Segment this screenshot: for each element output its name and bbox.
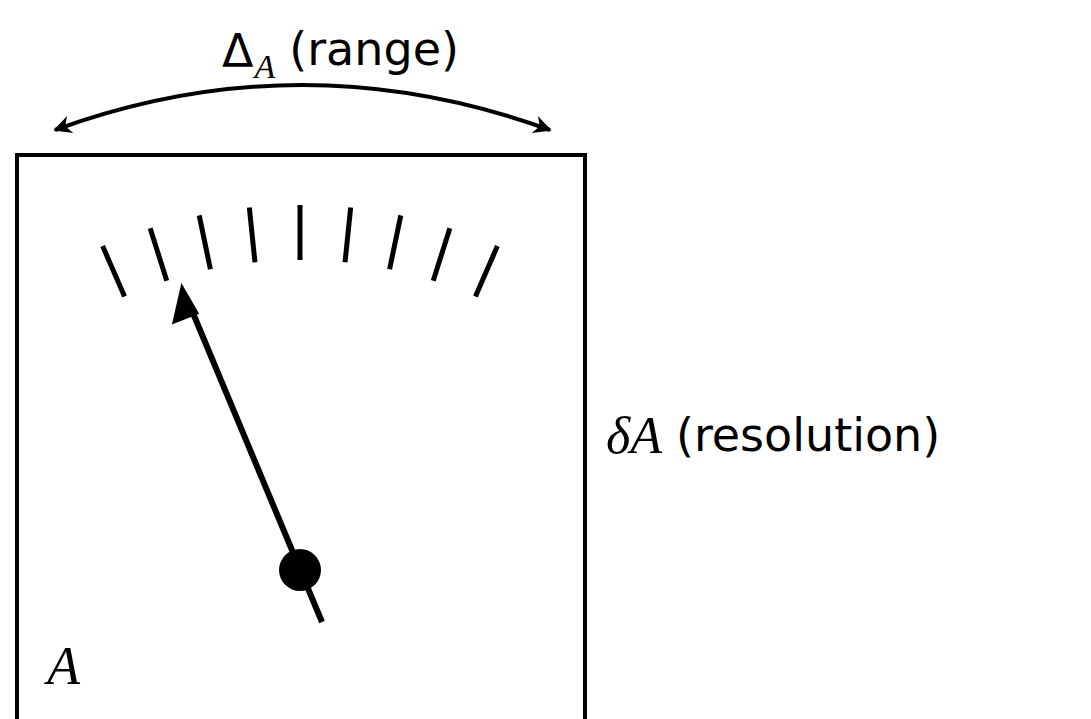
scale-ticks [103,205,498,296]
needle-tip [174,287,197,322]
scale-tick [199,215,210,269]
scale-tick [249,208,255,263]
needle [190,306,322,622]
range-symbol: Δ [222,28,253,74]
meter-name: A [47,639,80,693]
needle-pivot [279,549,321,591]
scale-tick [345,208,351,263]
scale-tick [150,228,167,280]
scale-tick [103,246,125,296]
range-arrow [55,85,550,130]
range-caption: (range) [289,26,459,72]
scale-tick [475,246,497,296]
scale-tick [390,215,401,269]
scale-tick [298,205,303,260]
scale-tick [433,228,450,280]
meter-housing: A [15,153,587,719]
range-subscript: A [254,50,275,84]
resolution-symbol: δA [606,410,662,462]
resolution-caption: (resolution) [676,412,940,458]
